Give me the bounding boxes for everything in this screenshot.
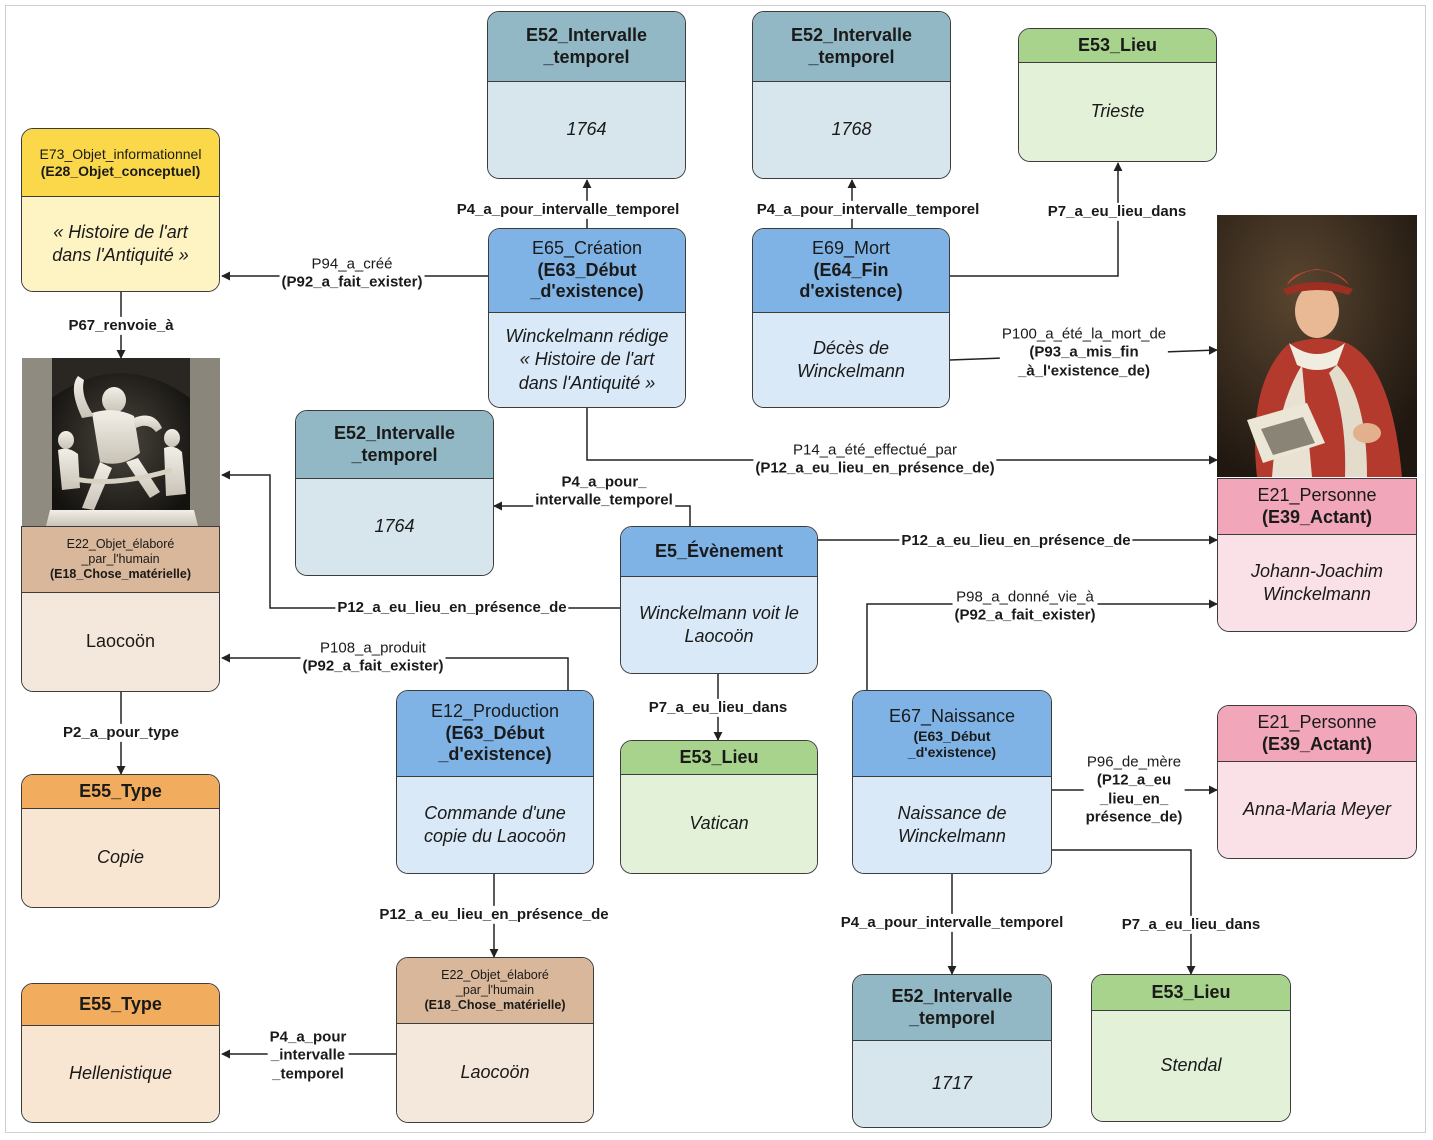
e65-creation-node[interactable]: E65_Création(E63_Début _d'existence) Win… bbox=[488, 228, 686, 408]
edge-label-p67: P67_renvoie_à bbox=[66, 316, 176, 336]
node-body: Commande d'une copie du Laocoön bbox=[397, 777, 593, 873]
e12-production-node[interactable]: E12_Production(E63_Début _d'existence) C… bbox=[396, 690, 594, 874]
node-body: Naissance de Winckelmann bbox=[853, 777, 1051, 873]
edge-label-p4-birth: P4_a_pour_intervalle_temporel bbox=[838, 913, 1066, 933]
node-body: 1764 bbox=[296, 479, 493, 575]
node-header-type: E65_Création bbox=[531, 238, 643, 259]
node-header-superclass: (E18_Chose_matérielle) bbox=[424, 998, 566, 1012]
node-header: E53_Lieu bbox=[1077, 34, 1158, 55]
node-body: Winckelmann voit le Laocoön bbox=[621, 577, 817, 673]
node-header-type: E12_Production bbox=[430, 701, 560, 722]
laocoon-sculpture-image bbox=[22, 358, 220, 526]
edge-label-p4-creation: P4_a_pour_intervalle_temporel bbox=[454, 200, 682, 220]
edge-label-p7-vatican: P7_a_eu_lieu_dans bbox=[646, 698, 790, 718]
node-header-type: E21_Personne bbox=[1257, 484, 1377, 505]
edge-label-p12-laocoon: P12_a_eu_lieu_en_présence_de bbox=[335, 598, 569, 618]
node-header-superclass: (E64_Fin d'existence) bbox=[799, 259, 903, 302]
node-header: E52_Intervalle _temporel bbox=[891, 985, 1013, 1028]
type-hellenistique-node[interactable]: E55_Type Hellenistique bbox=[21, 983, 220, 1123]
edge-label-p2: P2_a_pour_type bbox=[61, 723, 181, 743]
edge-e67-stendal bbox=[1052, 849, 1196, 975]
node-header: E52_Intervalle _temporel bbox=[333, 422, 456, 465]
e67-birth-node[interactable]: E67_Naissance(E63_Début _d'existence) Na… bbox=[852, 690, 1052, 874]
type-copie-node[interactable]: E55_Type Copie bbox=[21, 774, 220, 908]
node-header-superclass: (E63_Début _d'existence) bbox=[530, 259, 644, 302]
edge-label-p4-death: P4_a_pour_intervalle_temporel bbox=[754, 200, 982, 220]
edge-label-p12-production: P12_a_eu_lieu_en_présence_de bbox=[377, 905, 611, 925]
e22-laocoon-copy-node[interactable]: E22_Objet_élaboré _par_l'humain(E18_Chos… bbox=[396, 957, 594, 1123]
interval-1764-middle-node[interactable]: E52_Intervalle _temporel 1764 bbox=[295, 410, 494, 576]
node-header: E53_Lieu bbox=[1151, 981, 1231, 1002]
node-body: Anna-Maria Meyer bbox=[1218, 762, 1416, 858]
node-body: 1764 bbox=[488, 82, 685, 178]
node-body: Trieste bbox=[1019, 63, 1216, 161]
node-header-superclass: (E39_Actant) bbox=[1261, 506, 1373, 527]
edge-label-p12-person: P12_a_eu_lieu_en_présence_de bbox=[899, 531, 1133, 551]
edge-label-p94: P94_a_créé(P92_a_fait_exister) bbox=[279, 255, 425, 293]
node-header: E52_Intervalle _temporel bbox=[790, 24, 913, 67]
winckelmann-portrait-image bbox=[1217, 215, 1417, 477]
node-body: « Histoire de l'art dans l'Antiquité » bbox=[22, 197, 219, 291]
node-header: E52_Intervalle _temporel bbox=[525, 24, 648, 67]
interval-1768-node[interactable]: E52_Intervalle _temporel 1768 bbox=[752, 11, 951, 179]
edge-e67-e21top bbox=[866, 599, 1218, 690]
place-vatican-node[interactable]: E53_Lieu Vatican bbox=[620, 740, 818, 874]
edge-label-p4-copy: P4_a_pour _intervalle _temporel bbox=[267, 1028, 349, 1084]
e21-person-meyer-node[interactable]: E21_Personne(E39_Actant) Anna-Maria Meye… bbox=[1217, 705, 1417, 859]
node-body: 1768 bbox=[753, 82, 950, 178]
node-header: E55_Type bbox=[79, 993, 162, 1014]
edge-e65-portrait bbox=[586, 408, 1218, 465]
place-trieste-node[interactable]: E53_Lieu Trieste bbox=[1018, 28, 1217, 162]
node-header-type: E22_Objet_élaboré _par_l'humain bbox=[66, 537, 175, 566]
edge-label-p100: P100_a_été_la_mort_de(P93_a_mis_fin _à_l… bbox=[999, 325, 1169, 381]
node-header-type: E21_Personne bbox=[1257, 711, 1377, 732]
edge-label-p98: P98_a_donné_vie_à(P92_a_fait_exister) bbox=[952, 588, 1098, 626]
e21-person-winckelmann-node[interactable]: E21_Personne(E39_Actant) Johann-Joachim … bbox=[1217, 478, 1417, 632]
node-header: E5_Évènement bbox=[654, 540, 784, 561]
node-body: Décès de Winckelmann bbox=[753, 313, 949, 407]
e73-information-object-node[interactable]: E73_Objet_informationnel(E28_Objet_conce… bbox=[21, 128, 220, 292]
node-body: Hellenistique bbox=[22, 1026, 219, 1122]
node-header-superclass: (E39_Actant) bbox=[1261, 733, 1373, 754]
edge-label-p4-event: P4_a_pour_ intervalle_temporel bbox=[533, 473, 675, 511]
node-body: Stendal bbox=[1092, 1011, 1290, 1121]
interval-1717-node[interactable]: E52_Intervalle _temporel 1717 bbox=[852, 974, 1052, 1128]
node-header-type: E69_Mort bbox=[811, 238, 891, 259]
node-body: Laocoön bbox=[22, 593, 219, 691]
edge-label-p7-stendal: P7_a_eu_lieu_dans bbox=[1119, 915, 1263, 935]
e5-event-node[interactable]: E5_Évènement Winckelmann voit le Laocoön bbox=[620, 526, 818, 674]
node-header: E55_Type bbox=[79, 780, 162, 801]
node-header-type: E67_Naissance bbox=[888, 705, 1016, 726]
edge-label-p108: P108_a_produit(P92_a_fait_exister) bbox=[300, 639, 446, 677]
place-stendal-node[interactable]: E53_Lieu Stendal bbox=[1091, 974, 1291, 1122]
edge-e69-trieste bbox=[950, 162, 1123, 277]
node-body: Laocoön bbox=[397, 1024, 593, 1122]
node-body: Johann-Joachim Winckelmann bbox=[1218, 535, 1416, 631]
edge-label-p96: P96_de_mère(P12_a_eu _lieu_en_ présence_… bbox=[1083, 753, 1185, 827]
node-body: Vatican bbox=[621, 775, 817, 873]
node-body: Winckelmann rédige « Histoire de l'art d… bbox=[489, 313, 685, 407]
diagram-frame bbox=[5, 5, 1426, 1133]
node-header-type: E22_Objet_élaboré _par_l'humain bbox=[441, 968, 549, 997]
edge-label-p14: P14_a_été_effectué_par(P12_a_eu_lieu_en_… bbox=[753, 441, 997, 479]
node-header-superclass: (E63_Début _d'existence) bbox=[907, 727, 997, 761]
interval-1764-top-node[interactable]: E52_Intervalle _temporel 1764 bbox=[487, 11, 686, 179]
edge-label-p7-trieste: P7_a_eu_lieu_dans bbox=[1045, 202, 1189, 222]
node-header: E53_Lieu bbox=[679, 746, 759, 767]
e69-death-node[interactable]: E69_Mort(E64_Fin d'existence) Décès de W… bbox=[752, 228, 950, 408]
node-header-superclass: (E28_Objet_conceptuel) bbox=[40, 162, 201, 179]
node-header-superclass: (E18_Chose_matérielle) bbox=[49, 567, 192, 581]
node-header-type: E73_Objet_informationnel bbox=[39, 145, 202, 162]
node-body: Copie bbox=[22, 809, 219, 907]
node-body: 1717 bbox=[853, 1041, 1051, 1127]
e22-laocoon-original-node[interactable]: E22_Objet_élaboré _par_l'humain(E18_Chos… bbox=[21, 526, 220, 692]
node-header-superclass: (E63_Début _d'existence) bbox=[438, 722, 552, 765]
